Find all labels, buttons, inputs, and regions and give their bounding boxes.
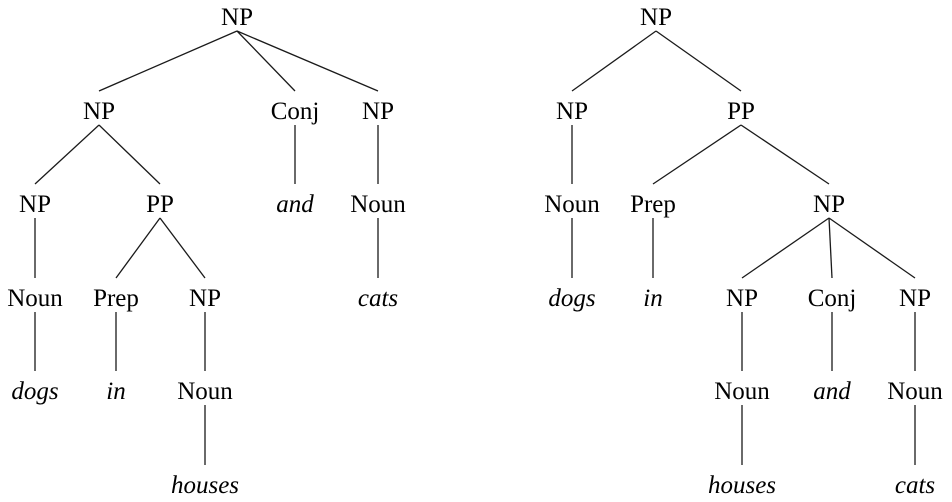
word-in: in	[106, 378, 125, 405]
node-np: NP	[813, 191, 845, 218]
node-conj: Conj	[808, 285, 857, 312]
node-prep: Prep	[630, 191, 676, 218]
node-noun: Noun	[887, 378, 943, 405]
node-noun: Noun	[177, 378, 233, 405]
tree-edge	[115, 217, 161, 279]
word-dogs: dogs	[548, 285, 595, 312]
node-np: NP	[362, 98, 394, 125]
tree-edge	[236, 30, 296, 92]
node-noun: Noun	[350, 191, 406, 218]
word-and: and	[813, 378, 851, 405]
tree-edge	[652, 124, 742, 185]
tree-edge	[828, 217, 916, 279]
node-np: NP	[726, 285, 758, 312]
tree-edge	[741, 217, 830, 279]
node-pp: PP	[727, 98, 755, 125]
word-cats: cats	[358, 285, 398, 312]
tree-edge	[34, 124, 100, 185]
tree-edge	[571, 30, 657, 92]
node-np: NP	[83, 98, 115, 125]
node-np: NP	[19, 191, 51, 218]
tree-labels: NP NP NP Noun dogs PP Prep in NP Noun houses Conj an…	[7, 4, 943, 499]
tree-edge	[98, 124, 161, 185]
tree-edges	[34, 30, 916, 465]
node-np: NP	[221, 4, 253, 31]
node-noun: Noun	[7, 285, 63, 312]
node-noun: Noun	[544, 191, 600, 218]
word-and: and	[276, 191, 314, 218]
tree-edge	[655, 30, 742, 92]
node-conj: Conj	[271, 98, 320, 125]
word-in: in	[643, 285, 662, 312]
word-houses: houses	[171, 472, 239, 499]
word-houses: houses	[708, 472, 776, 499]
tree-edge	[740, 124, 830, 185]
node-prep: Prep	[93, 285, 139, 312]
tree-edge	[159, 217, 206, 279]
node-noun: Noun	[714, 378, 770, 405]
word-cats: cats	[895, 472, 935, 499]
node-pp: PP	[146, 191, 174, 218]
node-np: NP	[556, 98, 588, 125]
node-np: NP	[640, 4, 672, 31]
node-np: NP	[189, 285, 221, 312]
node-np: NP	[899, 285, 931, 312]
word-dogs: dogs	[11, 378, 58, 405]
tree-edge	[98, 30, 238, 92]
tree-edge	[236, 30, 379, 92]
tree-edge	[828, 217, 833, 279]
